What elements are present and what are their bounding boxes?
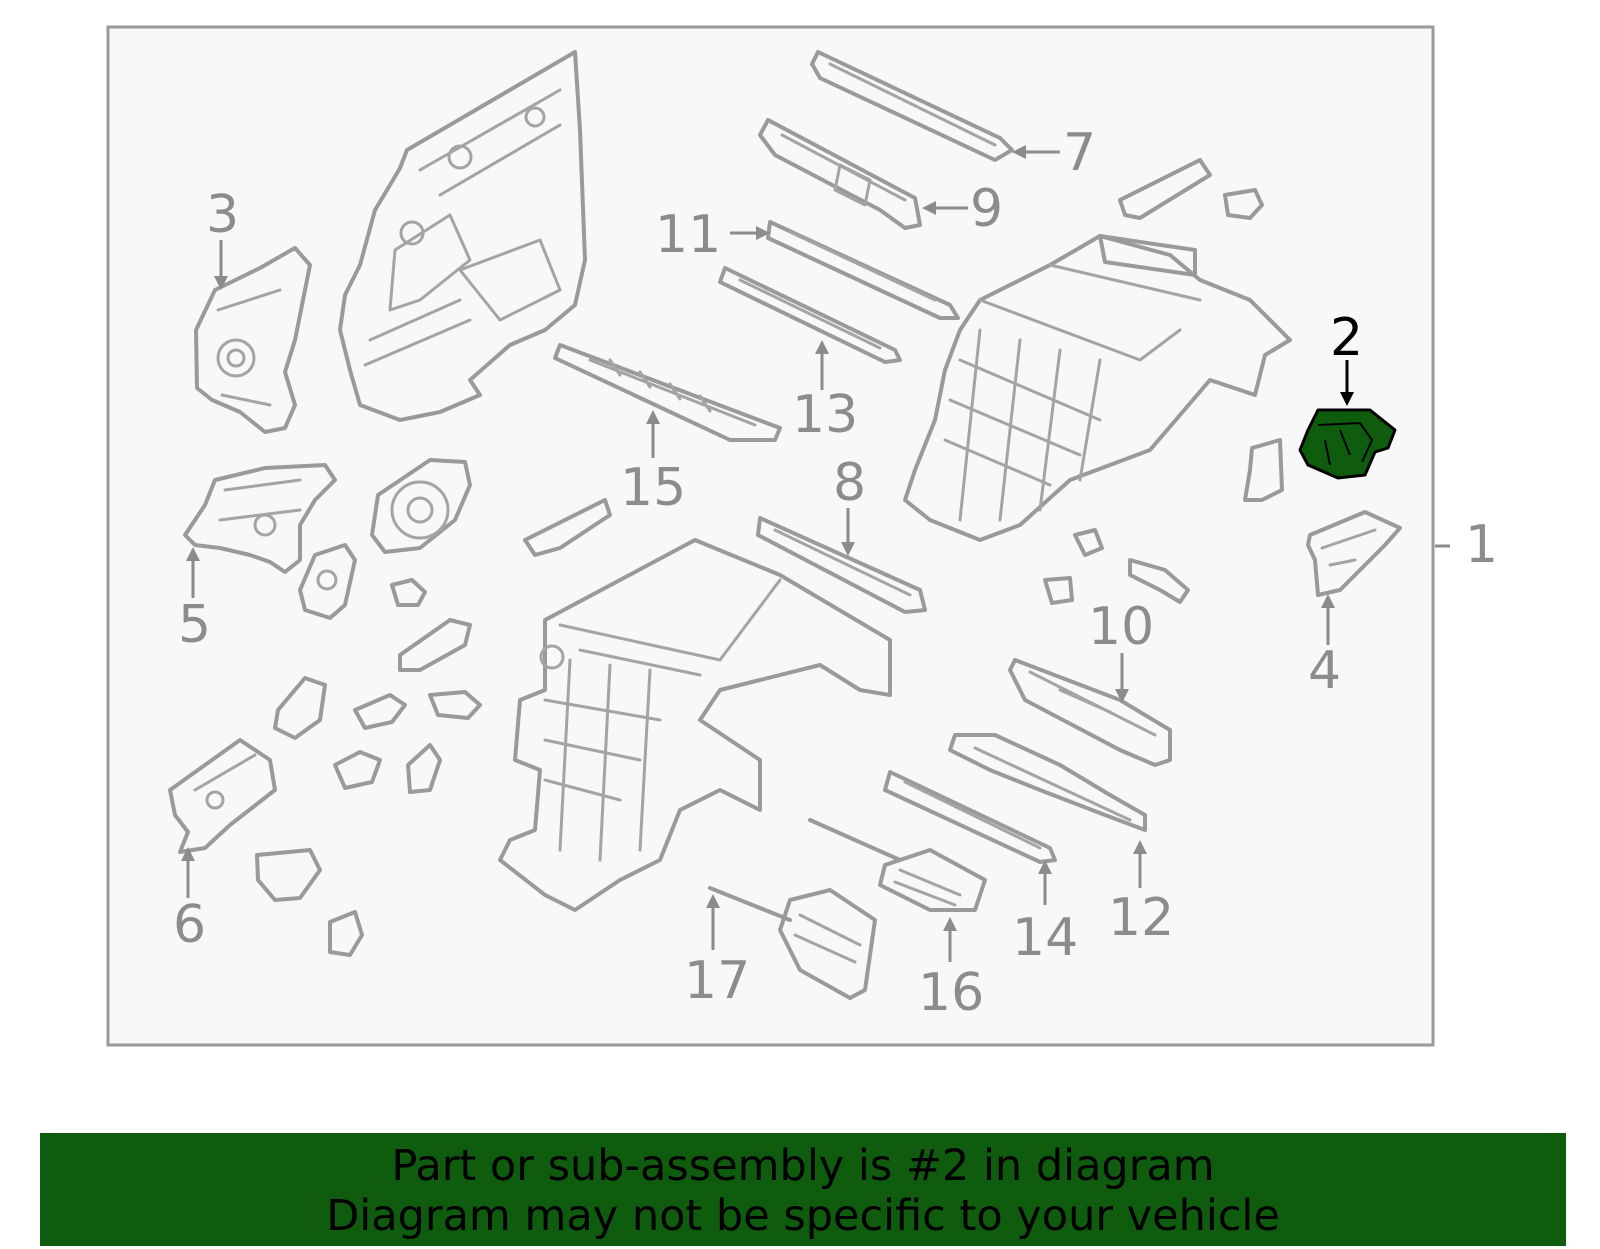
callout-10: 10 (1088, 597, 1154, 657)
part-13-strip (718, 266, 902, 364)
part-14-strip (883, 770, 1057, 864)
callout-7: 7 (1063, 123, 1096, 183)
callout-15: 15 (620, 458, 686, 518)
callout-17: 17 (684, 951, 750, 1011)
firewall-bracket-part (338, 50, 587, 422)
part-10-duct (1008, 658, 1172, 767)
part-15-strip (553, 343, 782, 442)
callout-9: 9 (970, 179, 1003, 239)
upper-right-small-parts (1118, 158, 1284, 502)
callout-11: 11 (655, 205, 721, 265)
part-6-actuator (168, 738, 277, 854)
callout-13: 13 (792, 385, 858, 445)
part-3-bracket (194, 246, 312, 434)
callout-8: 8 (833, 453, 866, 513)
left-small-parts (255, 498, 612, 957)
lower-heater-case (498, 538, 892, 912)
callout-2: 2 (1330, 308, 1363, 368)
blower-motor-housing (370, 458, 472, 554)
part-9-duct (758, 118, 922, 230)
callout-4: 4 (1308, 641, 1341, 701)
callout-6: 6 (173, 895, 206, 955)
parts-diagram: 1 2 3 4 5 6 7 8 9 10 11 12 13 14 15 16 1… (106, 25, 1498, 1047)
caption-line-1: Part or sub-assembly is #2 in diagram (391, 1141, 1215, 1191)
diagram-frame (106, 25, 1435, 1047)
part-5-plate (183, 463, 337, 574)
caption-banner: Part or sub-assembly is #2 in diagram Di… (40, 1133, 1566, 1246)
caption-line-2: Diagram may not be specific to your vehi… (326, 1191, 1280, 1241)
part-16-vent (808, 818, 987, 912)
callout-12: 12 (1108, 888, 1174, 948)
part-11-strip (766, 220, 960, 320)
callout-3: 3 (206, 185, 239, 245)
part-8-strip (756, 516, 927, 614)
part-4-bracket (1306, 510, 1402, 597)
part-12-duct (948, 733, 1147, 832)
part-7-strip (810, 50, 1014, 162)
part-2-highlighted (1298, 408, 1397, 480)
callout-leaders (181, 145, 1450, 962)
upper-heater-case (903, 234, 1292, 542)
part-17-vent (708, 886, 877, 1000)
callout-14: 14 (1012, 908, 1078, 968)
callout-1: 1 (1465, 515, 1498, 575)
callout-16: 16 (918, 963, 984, 1023)
middle-right-small-parts (1043, 528, 1190, 605)
callout-5: 5 (178, 595, 211, 655)
